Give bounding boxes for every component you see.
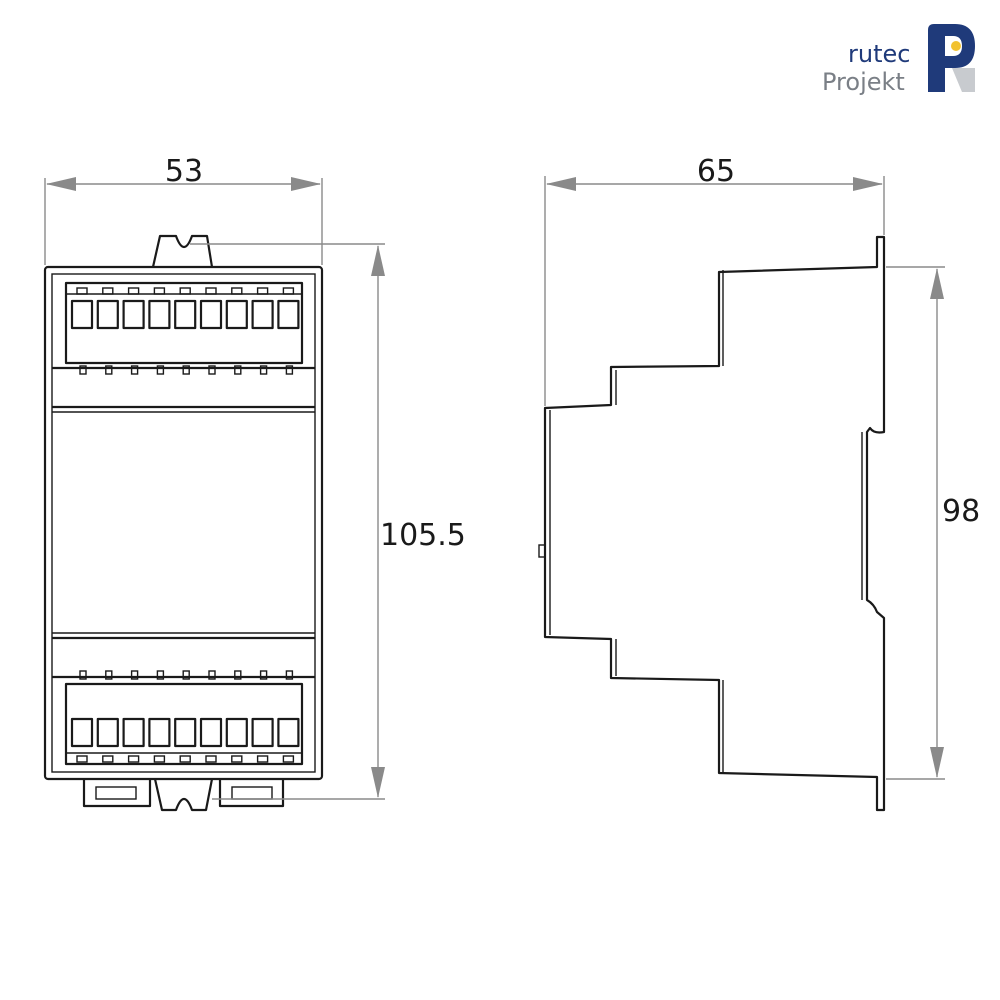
front-height-dimension: 105.5 bbox=[190, 243, 466, 800]
upper-terminal-latch bbox=[179, 287, 191, 295]
upper-terminals bbox=[70, 287, 300, 375]
front-width-label: 53 bbox=[165, 154, 203, 189]
front-height-label: 105.5 bbox=[380, 518, 466, 553]
lower-terminal-slot bbox=[251, 717, 274, 748]
lower-terminal-slot bbox=[199, 717, 223, 748]
lower-terminal-pin bbox=[208, 670, 216, 680]
front-view bbox=[43, 234, 324, 812]
lower-terminal-latch bbox=[231, 755, 243, 763]
lower-terminal-slot bbox=[277, 717, 300, 748]
front-width-dimension: 53 bbox=[44, 154, 323, 265]
lower-terminals bbox=[70, 670, 300, 763]
front-housing-inner bbox=[51, 273, 316, 773]
upper-terminal-pin bbox=[79, 365, 87, 375]
upper-terminal-latch bbox=[205, 287, 217, 295]
upper-terminal-slot bbox=[96, 299, 119, 330]
lower-terminal-latch bbox=[256, 755, 269, 763]
lower-terminal-pin bbox=[105, 670, 113, 680]
side-height-dimension: 98 bbox=[886, 266, 980, 780]
side-profile-outline bbox=[543, 235, 886, 812]
upper-terminal-slot bbox=[277, 299, 300, 330]
upper-terminal-latch bbox=[231, 287, 243, 295]
upper-terminal-pin bbox=[130, 365, 139, 375]
upper-terminal-latch bbox=[282, 287, 295, 295]
upper-terminal-pin bbox=[208, 365, 216, 375]
upper-terminal-slot bbox=[70, 299, 94, 330]
lower-terminal-latch bbox=[179, 755, 191, 763]
lower-terminal-latch bbox=[205, 755, 217, 763]
lower-terminal-pin bbox=[156, 670, 165, 680]
upper-terminal-slot bbox=[148, 299, 171, 330]
side-depth-label: 65 bbox=[697, 154, 735, 189]
upper-terminal-block bbox=[64, 281, 304, 365]
upper-terminal-latch bbox=[256, 287, 269, 295]
front-bottom-clip-left bbox=[82, 779, 152, 808]
upper-terminal-latch bbox=[102, 287, 114, 295]
lower-terminal-pin bbox=[234, 670, 242, 680]
upper-terminal-slot bbox=[225, 299, 248, 330]
side-view bbox=[538, 235, 886, 812]
front-bottom-clip-right bbox=[218, 779, 285, 808]
upper-terminal-slot bbox=[122, 299, 145, 330]
upper-terminal-pin bbox=[156, 365, 165, 375]
lower-terminal-slot bbox=[148, 717, 171, 748]
logo-mark-icon bbox=[928, 24, 975, 92]
side-height-label: 98 bbox=[942, 494, 980, 529]
upper-terminal-pin bbox=[234, 365, 242, 375]
lower-terminal-slot bbox=[174, 717, 197, 748]
logo-text-rutec: rutec bbox=[848, 40, 910, 68]
lower-terminal-pin bbox=[130, 670, 139, 680]
front-housing bbox=[43, 265, 324, 781]
lower-terminal-slot bbox=[70, 717, 94, 748]
upper-terminal-latch bbox=[153, 287, 166, 295]
lower-terminal-pin bbox=[79, 670, 87, 680]
upper-terminal-latch bbox=[76, 287, 88, 295]
side-release-tab bbox=[538, 544, 546, 558]
lower-terminal-pin bbox=[259, 670, 268, 680]
lower-terminal-slot bbox=[225, 717, 248, 748]
upper-terminal-slot bbox=[199, 299, 223, 330]
lower-terminal-block bbox=[64, 682, 304, 766]
upper-terminal-pin bbox=[105, 365, 113, 375]
lower-terminal-pin bbox=[182, 670, 190, 680]
logo-text-projekt: Projekt bbox=[822, 68, 905, 96]
lower-terminal-latch bbox=[102, 755, 114, 763]
lower-terminal-slot bbox=[96, 717, 119, 748]
front-bottom-clip-center bbox=[153, 778, 214, 812]
lower-terminal-pin bbox=[285, 670, 294, 680]
upper-terminal-latch bbox=[127, 287, 140, 295]
rutec-projekt-logo: rutec Projekt bbox=[822, 24, 975, 96]
upper-terminal-slot bbox=[174, 299, 197, 330]
lower-terminal-latch bbox=[127, 755, 140, 763]
front-top-clip bbox=[151, 234, 214, 268]
lower-terminal-latch bbox=[282, 755, 295, 763]
side-depth-dimension: 65 bbox=[544, 154, 885, 406]
upper-terminal-pin bbox=[285, 365, 294, 375]
upper-terminal-pin bbox=[259, 365, 268, 375]
lower-terminal-slot bbox=[122, 717, 145, 748]
upper-terminal-pin bbox=[182, 365, 190, 375]
lower-terminal-latch bbox=[153, 755, 166, 763]
lower-terminal-latch bbox=[76, 755, 88, 763]
upper-terminal-slot bbox=[251, 299, 274, 330]
